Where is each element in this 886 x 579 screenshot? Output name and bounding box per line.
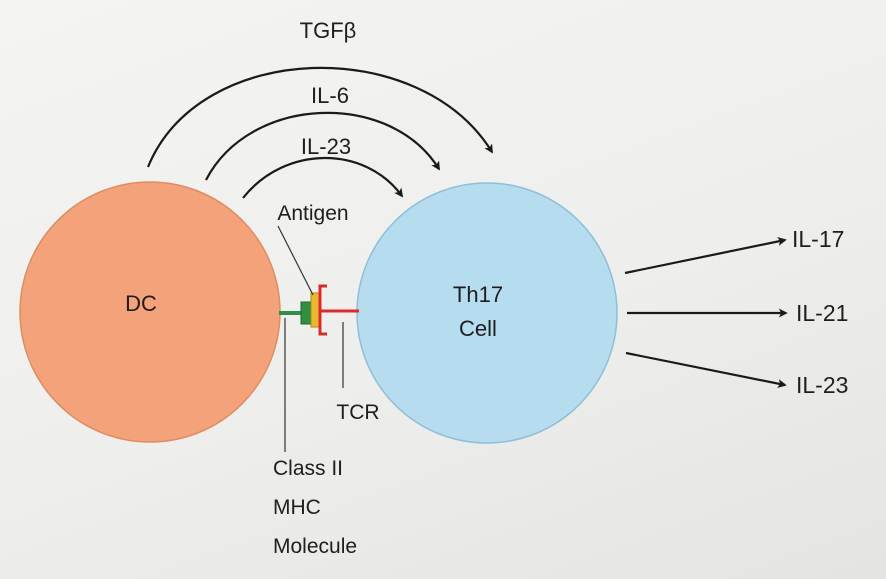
antigen-leader [277,225,314,296]
th17-label-line2: Cell [459,316,497,341]
signal-label-il6: IL-6 [311,83,349,108]
mhc-label-line2: MHC [273,496,321,519]
signal-arrow-il6 [205,111,440,181]
tcr-label: TCR [336,401,379,424]
mhc-molecule [300,301,313,325]
dc-label: DC [125,291,157,316]
mhc-label-line1: Class II [273,457,343,480]
mhc-label-line3: Molecule [273,535,357,558]
signal-label-il23: IL-23 [301,134,351,159]
output-label-il21: IL-21 [796,300,848,326]
output-arrow-il23 [625,351,787,388]
output-label-il23: IL-23 [796,372,848,398]
antigen-label: Antigen [277,202,348,225]
output-arrow-il17 [624,237,787,275]
signal-arrow-il23 [242,157,404,199]
signal-arrow-tgfb [146,66,493,168]
signal-label-tgfb: TGFβ [300,18,357,43]
output-label-il17: IL-17 [792,226,844,252]
th17-label-line1: Th17 [453,282,503,307]
th17-cell [356,182,618,444]
